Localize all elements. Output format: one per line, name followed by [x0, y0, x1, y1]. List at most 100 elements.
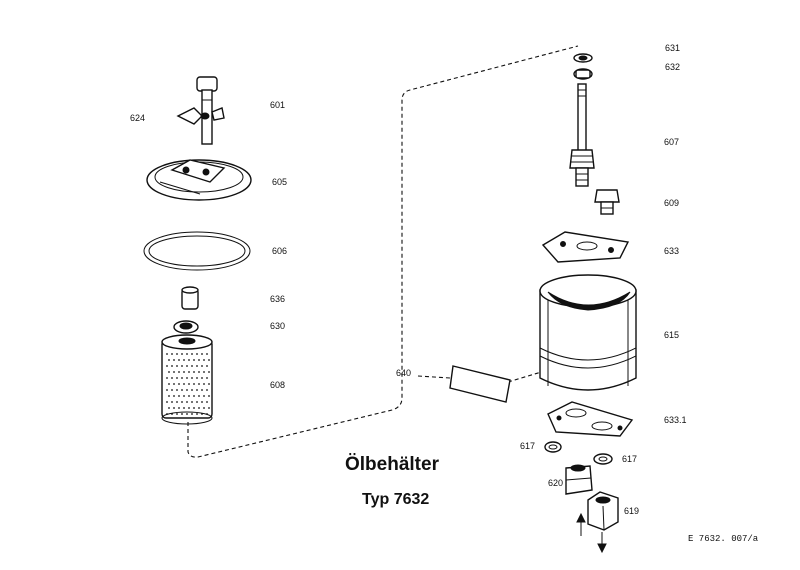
- perforation-dot: [178, 371, 180, 373]
- perforation-dot: [183, 407, 185, 409]
- perforation-dot: [171, 377, 173, 379]
- part-615-oil-tank: [539, 274, 637, 391]
- label-615: 615: [664, 330, 679, 340]
- perforation-dot: [206, 389, 208, 391]
- perforation-dot: [168, 407, 170, 409]
- label-633: 633: [664, 246, 679, 256]
- perforation-dot: [183, 371, 185, 373]
- perforation-dot: [166, 401, 168, 403]
- perforation-dot: [198, 395, 200, 397]
- perforation-dot: [173, 383, 175, 385]
- part-608-filter-cartridge: [161, 334, 213, 425]
- perforation-dot: [166, 365, 168, 367]
- perforation-dot: [201, 365, 203, 367]
- perforation-dot: [203, 395, 205, 397]
- perforation-dot: [166, 353, 168, 355]
- part-633-flange-plate: [541, 231, 630, 263]
- perforation-dot: [181, 353, 183, 355]
- perforation-dot: [176, 401, 178, 403]
- perforation-dot: [206, 365, 208, 367]
- diagram-title: Ölbehälter: [345, 454, 440, 475]
- perforation-dot: [176, 365, 178, 367]
- perforation-dot: [181, 377, 183, 379]
- perforation-dot: [203, 383, 205, 385]
- label-624: 624: [130, 113, 145, 123]
- perforation-dot: [208, 395, 210, 397]
- perforation-dot: [201, 389, 203, 391]
- perforation-dot: [168, 371, 170, 373]
- label-620: 620: [548, 478, 563, 488]
- perforation-dot: [168, 395, 170, 397]
- perforation-dot: [168, 359, 170, 361]
- perforation-dot: [183, 359, 185, 361]
- perforation-dot: [178, 359, 180, 361]
- perforation-dot: [178, 407, 180, 409]
- perforation-dot: [186, 413, 188, 415]
- perforation-dot: [201, 377, 203, 379]
- perforation-dot: [171, 389, 173, 391]
- label-617-right: 617: [622, 454, 637, 464]
- perforation-dot: [198, 371, 200, 373]
- perforation-dot: [181, 389, 183, 391]
- perforation-dot: [203, 407, 205, 409]
- perforation-dot: [173, 395, 175, 397]
- flow-arrow-up-icon: [576, 512, 586, 536]
- label-617-left: 617: [520, 441, 535, 451]
- label-606: 606: [272, 246, 287, 256]
- perforation-dot: [183, 395, 185, 397]
- perforation-dot: [171, 365, 173, 367]
- perforation-dot: [188, 395, 190, 397]
- label-leader-640: [417, 375, 451, 379]
- label-631: 631: [665, 43, 680, 53]
- part-606-gasket-ring: [143, 231, 251, 271]
- perforation-dot: [188, 383, 190, 385]
- perforation-dot: [186, 353, 188, 355]
- perforation-dot: [188, 359, 190, 361]
- perforation-dot: [186, 389, 188, 391]
- part-605-lid: [146, 159, 252, 201]
- perforation-dot: [208, 371, 210, 373]
- drawing-reference: E 7632. 007/a: [688, 534, 759, 544]
- label-632: 632: [665, 62, 680, 72]
- part-630-washer: [173, 320, 199, 334]
- perforation-dot: [166, 389, 168, 391]
- perforation-dot: [193, 395, 195, 397]
- perforation-dot: [196, 377, 198, 379]
- perforation-dot: [188, 407, 190, 409]
- perforation-dot: [176, 389, 178, 391]
- perforation-dot: [166, 377, 168, 379]
- part-619-hex-nut: [587, 491, 619, 531]
- label-601: 601: [270, 100, 285, 110]
- perforation-dot: [168, 383, 170, 385]
- perforation-dot: [193, 407, 195, 409]
- label-619: 619: [624, 506, 639, 516]
- part-640-filter-mat: [449, 365, 511, 403]
- perforation-dot: [198, 407, 200, 409]
- part-632-washer: [573, 68, 593, 80]
- perforation-dot: [181, 365, 183, 367]
- perforation-dot: [193, 371, 195, 373]
- perforation-dot: [196, 413, 198, 415]
- perforation-dot: [176, 353, 178, 355]
- perforation-dot: [208, 359, 210, 361]
- perforation-dot: [208, 383, 210, 385]
- diagram-subtitle: Typ 7632: [362, 491, 429, 508]
- perforation-dot: [196, 353, 198, 355]
- assembly-dashed-line: [187, 45, 579, 458]
- perforation-dot: [173, 371, 175, 373]
- perforation-dot: [201, 401, 203, 403]
- part-609-plug: [594, 189, 620, 215]
- perforation-dot: [191, 353, 193, 355]
- perforation-dot: [173, 407, 175, 409]
- perforation-dot: [171, 401, 173, 403]
- perforation-dot: [181, 401, 183, 403]
- perforation-dot: [173, 359, 175, 361]
- perforation-dot: [181, 413, 183, 415]
- perforation-dot: [203, 359, 205, 361]
- part-633-1-gasket-plate: [547, 401, 634, 437]
- part-636-sleeve: [181, 286, 199, 310]
- perforation-dot: [193, 359, 195, 361]
- label-607: 607: [664, 137, 679, 147]
- label-609: 609: [664, 198, 679, 208]
- part-631-nut: [573, 53, 593, 63]
